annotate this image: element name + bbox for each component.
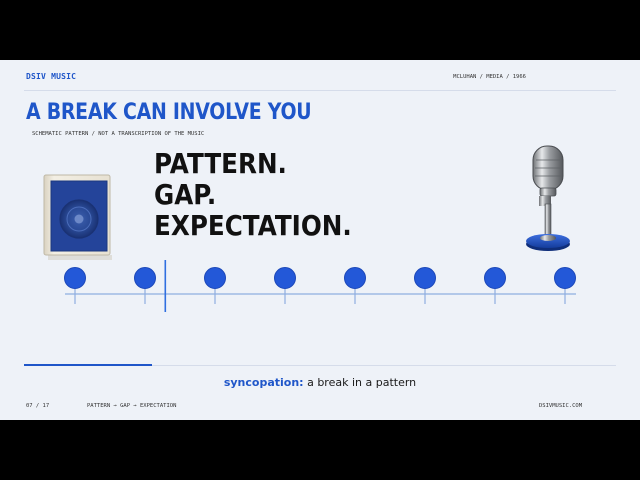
beat-dot <box>554 267 576 289</box>
progress-track <box>24 365 616 366</box>
beat-dot <box>484 267 506 289</box>
progress-bar <box>24 364 152 366</box>
speaker-icon <box>42 173 114 261</box>
beat-dot <box>64 267 86 289</box>
beat-dot <box>274 267 296 289</box>
headline: PATTERN. GAP. EXPECTATION. <box>154 148 352 241</box>
beat-dot <box>414 267 436 289</box>
definition-text: a break in a pattern <box>303 376 417 389</box>
top-divider <box>24 90 616 91</box>
pattern-timeline <box>64 260 576 312</box>
source-meta: MCLUHAN / MEDIA / 1966 <box>453 74 526 80</box>
site-url: DSIVMUSIC.COM <box>538 403 582 409</box>
slide: DSIV MUSIC MCLUHAN / MEDIA / 1966 A BREA… <box>0 60 640 420</box>
slide-title: A BREAK CAN INVOLVE YOU <box>26 100 312 125</box>
beat-dot <box>204 267 226 289</box>
microphone-icon <box>522 142 586 258</box>
definition-term: syncopation: <box>223 376 304 389</box>
definition: syncopation: a break in a pattern <box>0 376 640 389</box>
sequence-label: PATTERN → GAP → EXPECTATION <box>87 403 177 409</box>
page-number: 07 / 17 <box>26 403 50 409</box>
headline-line-expectation: EXPECTATION. <box>154 209 352 242</box>
beat-dot <box>134 267 156 289</box>
headline-line-gap: GAP. <box>154 178 217 211</box>
brand-logo: DSIV MUSIC <box>26 72 77 81</box>
headline-line-pattern: PATTERN. <box>154 147 287 180</box>
beat-dot <box>344 267 366 289</box>
slide-subtitle: SCHEMATIC PATTERN / NOT A TRANSCRIPTION … <box>32 131 205 137</box>
